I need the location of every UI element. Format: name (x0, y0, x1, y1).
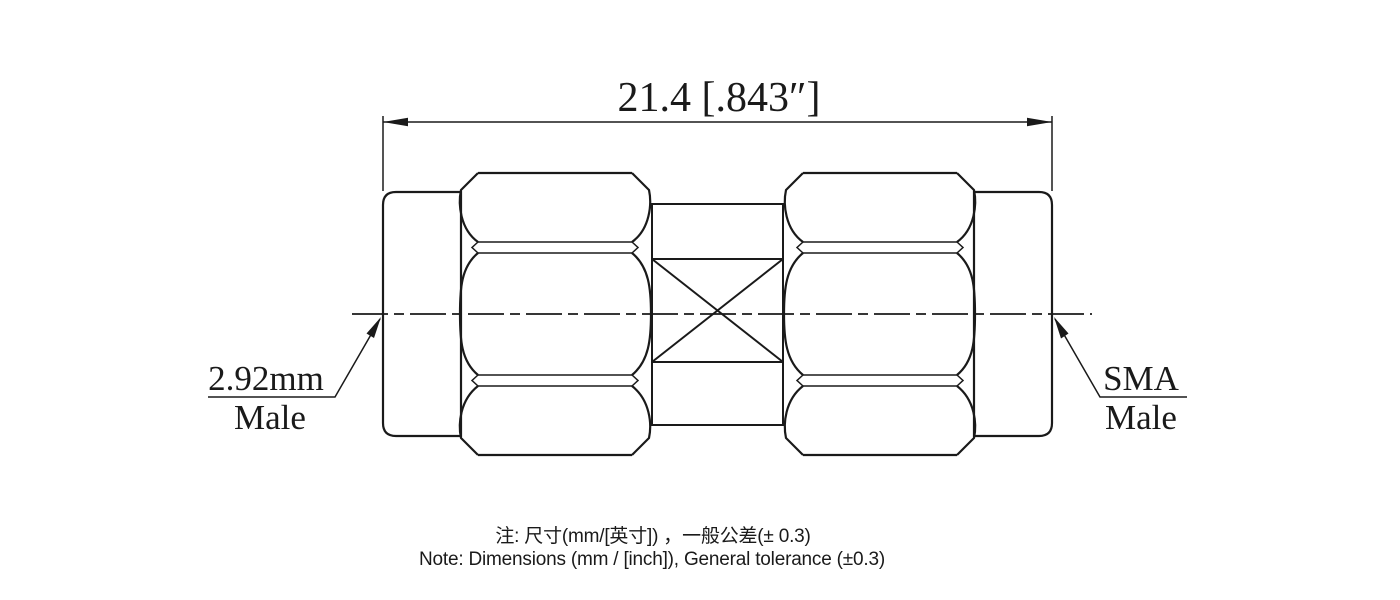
connector-body (352, 171, 1092, 457)
note-line-chinese: 注: 尺寸(mm/[英寸]) ，一般公差(± 0.3) (495, 525, 810, 547)
notes: 注: 尺寸(mm/[英寸]) ，一般公差(± 0.3) Note: Dimens… (419, 525, 885, 570)
dimension-value: 21.4 [.843″] (618, 75, 821, 121)
left-connector-label: 2.92mm Male (208, 317, 381, 437)
right-connector-gender: Male (1105, 398, 1177, 437)
right-connector-label: SMA Male (1054, 317, 1187, 437)
right-end-cap (972, 190, 1054, 438)
right-leader-line (1054, 318, 1187, 398)
left-connector-gender: Male (234, 398, 306, 437)
barrel-cross-lines (651, 258, 784, 363)
barrel-outline (651, 203, 784, 426)
left-end-cap (381, 190, 463, 438)
dimension-arrowhead-left (383, 117, 408, 127)
overall-dimension: 21.4 [.843″] (382, 75, 1053, 191)
right-connector-type: SMA (1103, 359, 1180, 398)
left-leader-line (208, 318, 381, 398)
dimension-arrowhead-right (1027, 117, 1052, 127)
left-connector-type: 2.92mm (208, 359, 324, 398)
note-line-english: Note: Dimensions (mm / [inch]), General … (419, 549, 885, 570)
right-leader-arrowhead (1054, 317, 1069, 339)
center-barrel (651, 203, 784, 426)
left-leader-arrowhead (366, 317, 381, 338)
